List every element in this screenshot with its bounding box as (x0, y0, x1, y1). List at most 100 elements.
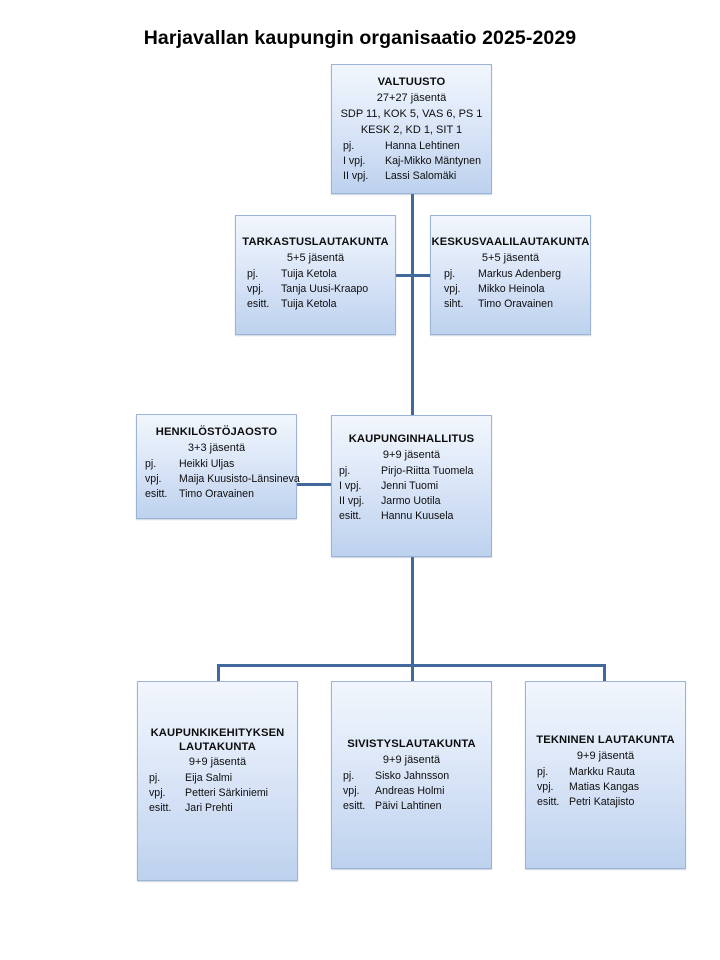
connector-henkilostojaosto-kaupunginhallitus (296, 483, 333, 486)
role-key: pj. (149, 772, 161, 784)
role-row: esitt. Päivi Lahtinen (343, 799, 491, 814)
connector-kaupunginhallitus-trunk (411, 556, 414, 666)
role-name: Päivi Lahtinen (375, 799, 442, 812)
box-kaupunkikehityksen-lautakunta-title: KAUPUNKIKEHITYKSEN LAUTAKUNTA (150, 727, 285, 753)
role-key: esitt. (339, 509, 362, 522)
page-title: Harjavallan kaupungin organisaatio 2025-… (143, 27, 577, 49)
role-name: Andreas Holmi (375, 784, 445, 797)
role-row: vpj. Matias Kangas (537, 780, 685, 795)
connector-drop-sivistyslautakunta (411, 664, 414, 682)
role-name: Hanna Lehtinen (385, 139, 460, 152)
box-sivistyslautakunta-members: 9+9 jäsentä (382, 753, 441, 766)
role-key: pj. (339, 464, 351, 477)
box-keskusvaalilautakunta[interactable]: KESKUSVAALILAUTAKUNTA 5+5 jäsentä pj. Ma… (430, 215, 591, 335)
role-row: esitt. Jari Prehti (149, 801, 297, 816)
connector-to-tarkastuslautakunta (394, 274, 413, 277)
role-row: pj. Hanna Lehtinen (343, 139, 491, 154)
role-row: II vpj. Lassi Salomäki (343, 169, 491, 184)
role-name: Timo Oravainen (179, 487, 254, 500)
role-row: I vpj. Jenni Tuomi (339, 479, 491, 494)
role-key: pj. (145, 457, 157, 470)
box-tarkastuslautakunta[interactable]: TARKASTUSLAUTAKUNTA 5+5 jäsentä pj. Tuij… (235, 215, 396, 335)
box-sivistyslautakunta-title: SIVISTYSLAUTAKUNTA (347, 738, 476, 750)
role-name: Hannu Kuusela (381, 509, 454, 522)
role-name: Mikko Heinola (478, 282, 545, 295)
box-sivistyslautakunta[interactable]: SIVISTYSLAUTAKUNTA 9+9 jäsentä pj. Sisko… (331, 681, 492, 869)
role-name: Jarmo Uotila (381, 494, 441, 507)
role-key: pj. (343, 139, 355, 152)
role-key: pj. (537, 765, 549, 778)
role-name: Matias Kangas (569, 780, 640, 793)
box-kaupunginhallitus-members: 9+9 jäsentä (382, 448, 441, 461)
role-name: Tuija Ketola (281, 267, 337, 280)
role-row: II vpj. Jarmo Uotila (339, 494, 491, 509)
role-key: esitt. (537, 795, 560, 808)
box-keskusvaalilautakunta-members: 5+5 jäsentä (481, 251, 540, 264)
role-name: Sisko Jahnsson (375, 769, 450, 782)
role-row: I vpj. Kaj-Mikko Mäntynen (343, 154, 491, 169)
role-key: I vpj. (339, 479, 362, 492)
box-tekninen-lautakunta-title: TEKNINEN LAUTAKUNTA (536, 734, 675, 746)
box-tekninen-lautakunta-members: 9+9 jäsentä (576, 749, 635, 762)
box-tekninen-lautakunta[interactable]: TEKNINEN LAUTAKUNTA 9+9 jäsentä pj. Mark… (525, 681, 686, 869)
box-valtuusto-seats-1: SDP 11, KOK 5, VAS 6, PS 1 (340, 107, 483, 120)
role-name: Timo Oravainen (478, 297, 553, 310)
role-row: esitt. Tuija Ketola (247, 297, 395, 312)
role-key: pj. (247, 267, 259, 280)
role-name: Tanja Uusi-Kraapo (281, 282, 369, 295)
role-row: pj. Sisko Jahnsson (343, 769, 491, 784)
role-row: pj. Markus Adenberg (444, 267, 590, 282)
connector-drop-tekninen (603, 664, 606, 682)
role-row: vpj. Maija Kuusisto-Länsineva (145, 472, 300, 487)
box-valtuusto[interactable]: VALTUUSTO 27+27 jäsentä SDP 11, KOK 5, V… (331, 64, 492, 194)
role-name: Markus Adenberg (478, 267, 562, 280)
role-name: Jari Prehti (185, 802, 233, 814)
box-kaupunginhallitus[interactable]: KAUPUNGINHALLITUS 9+9 jäsentä pj. Pirjo-… (331, 415, 492, 557)
role-row: pj. Markku Rauta (537, 765, 685, 780)
role-key: II vpj. (339, 494, 365, 507)
box-valtuusto-seats-2: KESK 2, KD 1, SIT 1 (360, 123, 463, 136)
box-henkilostojaosto[interactable]: HENKILÖSTÖJAOSTO 3+3 jäsentä pj. Heikki … (136, 414, 300, 519)
connector-to-keskusvaalilautakunta (411, 274, 432, 277)
role-key: pj. (444, 267, 456, 280)
role-row: esitt. Timo Oravainen (145, 487, 296, 502)
role-key: vpj. (537, 780, 554, 793)
role-row: pj. Eija Salmi (149, 771, 297, 786)
role-key: vpj. (444, 282, 461, 295)
role-row: esitt. Petri Katajisto (537, 795, 685, 810)
role-key: esitt. (149, 802, 172, 814)
box-kaupunkikehityksen-lautakunta[interactable]: KAUPUNKIKEHITYKSEN LAUTAKUNTA 9+9 jäsent… (137, 681, 298, 881)
box-henkilostojaosto-members: 3+3 jäsentä (187, 441, 246, 454)
role-name: Petri Katajisto (569, 795, 635, 808)
role-key: pj. (343, 769, 355, 782)
role-key: vpj. (145, 472, 162, 485)
role-name: Pirjo-Riitta Tuomela (381, 464, 474, 477)
box-henkilostojaosto-title: HENKILÖSTÖJAOSTO (155, 426, 278, 438)
role-name: Kaj-Mikko Mäntynen (385, 154, 481, 167)
role-key: esitt. (145, 487, 168, 500)
connector-drop-kaupunkikehityksen (217, 664, 220, 682)
role-key: vpj. (149, 787, 166, 799)
role-key: vpj. (343, 784, 360, 797)
role-key: siht. (444, 297, 464, 310)
role-key: I vpj. (343, 154, 366, 167)
role-row: pj. Heikki Uljas (145, 457, 296, 472)
role-key: esitt. (247, 297, 270, 310)
role-row: vpj. Tanja Uusi-Kraapo (247, 282, 395, 297)
role-row: pj. Pirjo-Riitta Tuomela (339, 464, 491, 479)
role-row: pj. Tuija Ketola (247, 267, 395, 282)
role-row: vpj. Petteri Särkiniemi (149, 786, 297, 801)
role-row: vpj. Mikko Heinola (444, 282, 590, 297)
role-name: Jenni Tuomi (381, 479, 439, 492)
box-kaupunginhallitus-title: KAUPUNGINHALLITUS (348, 433, 475, 445)
box-keskusvaalilautakunta-title: KESKUSVAALILAUTAKUNTA (431, 236, 590, 248)
role-name: Tuija Ketola (281, 297, 337, 310)
box-tarkastuslautakunta-title: TARKASTUSLAUTAKUNTA (242, 236, 389, 248)
box-valtuusto-title: VALTUUSTO (377, 76, 446, 88)
role-row: esitt. Hannu Kuusela (339, 509, 491, 524)
role-name: Heikki Uljas (179, 457, 235, 470)
role-name: Maija Kuusisto-Länsineva (179, 472, 300, 485)
box-tarkastuslautakunta-members: 5+5 jäsentä (286, 251, 345, 264)
connector-valtuusto-trunk (411, 192, 414, 417)
